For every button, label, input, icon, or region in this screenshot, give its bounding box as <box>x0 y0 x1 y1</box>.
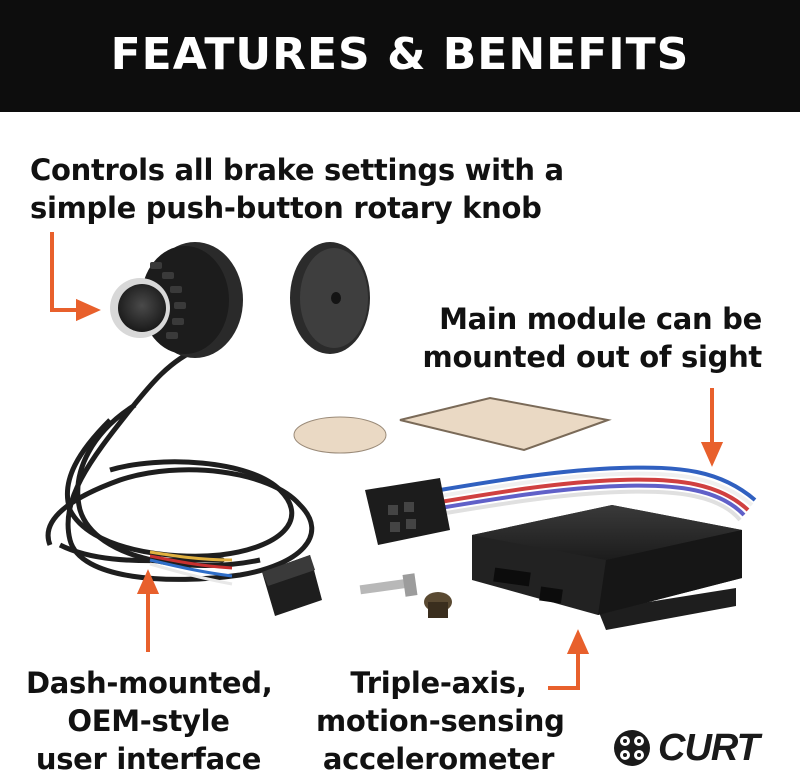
header-banner: FEATURES & BENEFITS <box>0 0 800 112</box>
cable-coil <box>45 345 315 582</box>
rotary-knob <box>110 242 243 358</box>
arrow-icon <box>700 388 724 467</box>
harness-connector <box>365 478 450 545</box>
round-adhesive-pad <box>293 416 387 454</box>
back-cover <box>290 242 370 354</box>
arrow-icon <box>50 232 101 322</box>
callout-line: OEM-style <box>67 704 230 738</box>
arrow-icon <box>548 629 590 690</box>
callout-line: Triple-axis, <box>350 666 527 700</box>
arrow-icon <box>136 569 160 652</box>
curt-logo-icon <box>614 730 650 766</box>
wire-harness <box>439 465 757 522</box>
page-title: FEATURES & BENEFITS <box>110 28 690 80</box>
callout-line: Dash-mounted, <box>26 666 273 700</box>
callout-line: Main module can be <box>439 302 762 336</box>
square-adhesive-pad <box>399 396 612 452</box>
rivet-nut <box>424 592 452 618</box>
callout-line: mounted out of sight <box>422 340 763 374</box>
callout-accelerometer: Triple-axis, motion-sensing acceleromete… <box>316 664 565 778</box>
callout-line: accelerometer <box>322 742 555 776</box>
callout-main-module: Main module can be mounted out of sight <box>422 300 763 376</box>
callout-line: user interface <box>35 742 262 776</box>
cable-end-wires <box>149 550 233 586</box>
callout-line: Controls all brake settings with a <box>30 153 564 187</box>
brand-name: CURT <box>658 726 760 769</box>
callout-dash-mounted: Dash-mounted, OEM-style user interface <box>26 664 273 778</box>
callout-line: motion-sensing <box>316 704 565 738</box>
main-module <box>472 505 742 630</box>
small-connector <box>262 555 322 616</box>
callout-line: simple push-button rotary knob <box>30 191 542 225</box>
curt-logo: CURT <box>612 726 760 769</box>
mounting-screw <box>359 573 418 597</box>
callout-rotary-knob: Controls all brake settings with a simpl… <box>30 151 564 227</box>
